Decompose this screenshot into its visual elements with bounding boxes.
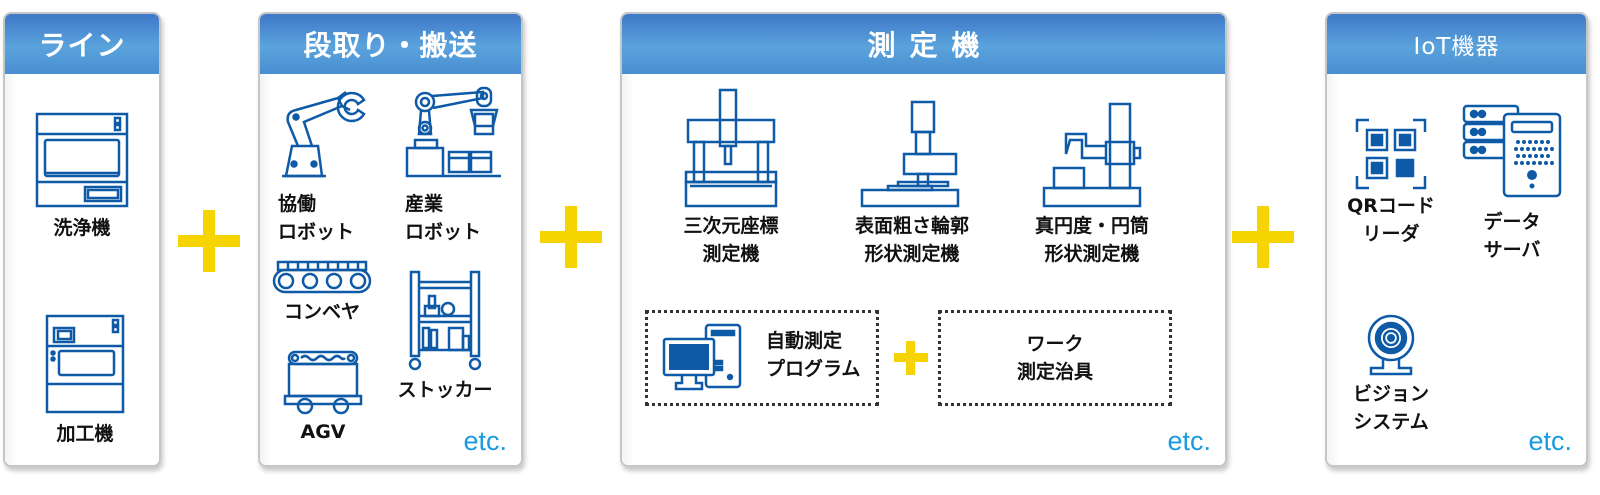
surface-roughness-tester-icon [860, 100, 960, 208]
panel-title-setup-transport: 段取り・搬送 [260, 14, 521, 75]
item-surface-roughness-tester: 表面粗さ輪郭 形状測定機 [842, 88, 982, 268]
washing-machine-icon [35, 112, 129, 208]
item-label: 洗浄機 [53, 217, 111, 239]
panel-body-line: 洗浄機 加工機 [5, 74, 159, 465]
industrial-robot-icon [405, 86, 501, 178]
computer-icon [662, 323, 742, 391]
item-label-line2: リーダ [1362, 223, 1420, 245]
item-label-line1: 表面粗さ輪郭 [854, 215, 969, 237]
item-cmm: 三次元座標 測定機 [666, 88, 796, 268]
roundness-tester-icon [1042, 102, 1142, 208]
vision-camera-icon [1367, 314, 1415, 376]
item-agv: AGV [278, 350, 368, 446]
item-label-line1: 三次元座標 [683, 215, 779, 237]
item-label-line1: 協働 [278, 193, 317, 215]
item-label-line1: 産業 [405, 193, 444, 215]
item-label-line2: 測定機 [702, 243, 760, 265]
sub-box-label-line2: 測定治具 [1016, 361, 1093, 383]
auto-measurement-program-box: 自動測定 プログラム [645, 310, 879, 406]
panel-title-iot-devices: IoT機器 [1327, 14, 1586, 75]
item-qr-code-reader: QRコード リーダ [1341, 118, 1441, 248]
item-label-line2: ロボット [405, 221, 482, 243]
etc-label: etc. [1528, 426, 1572, 456]
stocker-cart-icon [408, 270, 482, 371]
item-label-line2: 形状測定機 [864, 243, 960, 265]
item-label-line2: サーバ [1483, 239, 1541, 261]
item-data-server: データ サーバ [1457, 104, 1567, 264]
item-label-line1: QRコード [1347, 195, 1435, 217]
etc-label: etc. [463, 426, 507, 456]
plus-connector [540, 206, 602, 268]
item-machining-center: 加工機 [45, 314, 125, 448]
panel-line: ライン 洗浄機 加工機 [3, 12, 161, 467]
item-label-line1: 真円度・円筒 [1034, 215, 1149, 237]
item-vision-system: ビジョン システム [1341, 314, 1441, 436]
plus-connector-small [894, 341, 928, 375]
item-label: AGV [300, 421, 346, 443]
item-washing-machine: 洗浄機 [35, 112, 129, 242]
sub-box-label-line1: 自動測定 [766, 330, 843, 352]
panel-setup-transport: 段取り・搬送 協働 ロボット [258, 12, 523, 467]
conveyor-icon [272, 260, 372, 294]
qr-code-reader-icon [1355, 118, 1427, 190]
plus-connector [1232, 206, 1294, 268]
panel-title-line: ライン [5, 14, 159, 75]
panel-iot-devices: IoT機器 QRコード リーダ [1325, 12, 1588, 467]
cmm-icon [684, 88, 778, 208]
data-server-icon [1462, 104, 1562, 198]
sub-box-label-line1: ワーク [1026, 333, 1084, 355]
item-industrial-robot: 産業 ロボット [405, 84, 505, 246]
panel-body-setup-transport: 協働 ロボット 産業 ロボット [260, 74, 521, 465]
item-label: ストッカー [397, 379, 493, 401]
item-label-line1: データ [1483, 211, 1541, 233]
item-label-line2: ロボット [278, 221, 355, 243]
etc-label: etc. [1167, 426, 1211, 456]
collaborative-robot-arm-icon [282, 91, 366, 178]
item-label-line2: システム [1353, 411, 1429, 433]
panel-measuring-machines: 測定機 三次元座標 測定機 [620, 12, 1227, 467]
item-label-line2: 形状測定機 [1044, 243, 1140, 265]
sub-box-label-line2: プログラム [766, 358, 861, 380]
machining-center-icon [45, 314, 125, 414]
panel-body-measuring-machines: 三次元座標 測定機 表面粗さ輪郭 形状測定機 [622, 74, 1225, 465]
plus-connector [178, 210, 240, 272]
agv-icon [283, 350, 363, 415]
panel-title-measuring-machines: 測定機 [622, 14, 1225, 75]
item-stocker: ストッカー [390, 270, 500, 404]
work-measuring-jig-box: ワーク 測定治具 [938, 310, 1172, 406]
panel-body-iot-devices: QRコード リーダ データ サーバ [1327, 74, 1586, 465]
item-label-line1: ビジョン [1352, 383, 1429, 405]
item-conveyor: コンベヤ [272, 260, 372, 326]
item-label: コンベヤ [283, 301, 360, 323]
item-label: 加工機 [56, 423, 114, 445]
item-collaborative-robot: 協働 ロボット [278, 84, 378, 246]
item-roundness-tester: 真円度・円筒 形状測定機 [1022, 88, 1162, 268]
